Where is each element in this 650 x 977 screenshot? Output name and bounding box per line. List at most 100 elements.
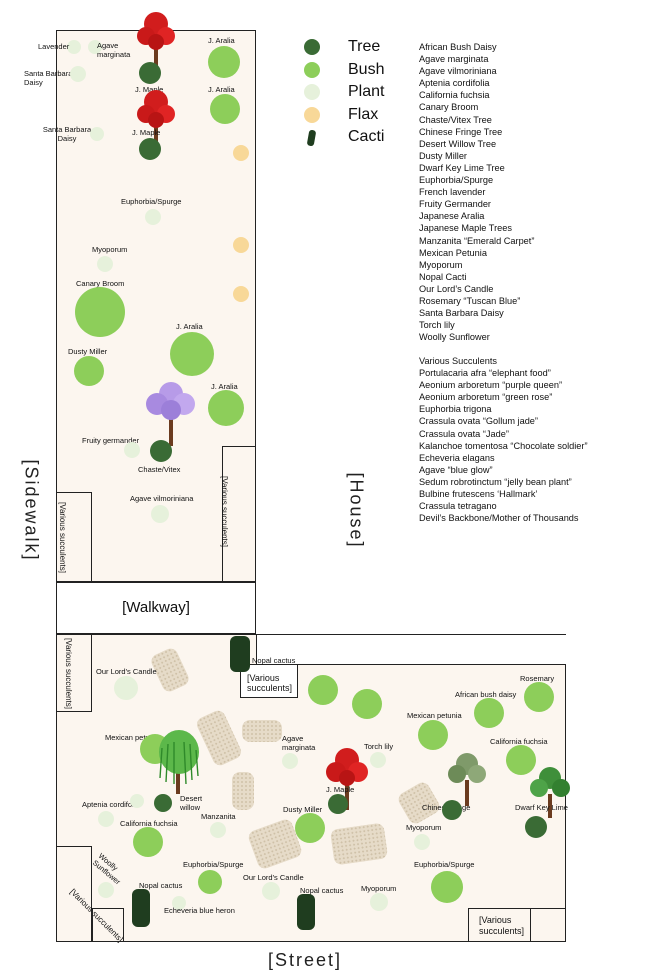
list-item: Euphorbia trigona bbox=[419, 404, 492, 415]
plant-dot bbox=[262, 882, 280, 900]
bush-dot bbox=[352, 689, 382, 719]
list-item: Crassula ovata “Jade” bbox=[419, 428, 509, 439]
tree-dot bbox=[150, 440, 172, 462]
plant-dot bbox=[370, 752, 386, 768]
plant-label: Mexican petunia bbox=[105, 733, 160, 742]
legend-swatch bbox=[304, 61, 320, 78]
plant-label: Myoporum bbox=[92, 245, 128, 254]
list-item: Portulacaria afra “elephant food” bbox=[419, 368, 551, 379]
plant-label: Santa Barbara Daisy bbox=[42, 125, 92, 143]
bush-dot bbox=[210, 94, 240, 124]
legend-label: Cacti bbox=[348, 128, 385, 145]
flax-dot bbox=[233, 237, 249, 253]
list-item: African Bush Daisy bbox=[419, 42, 497, 52]
list-item: Devil’s Backbone/Mother of Thousands bbox=[419, 513, 579, 524]
plant-dot bbox=[172, 896, 186, 910]
list-item: Rosemary “Tuscan Blue” bbox=[419, 295, 521, 306]
plant-dot bbox=[124, 442, 140, 458]
list-item: Agave “blue glow” bbox=[419, 464, 493, 475]
list-item: Canary Broom bbox=[419, 102, 479, 113]
tree-dot bbox=[139, 62, 161, 84]
list-item: Chinese Fringe Tree bbox=[419, 126, 503, 137]
tree-dot bbox=[139, 138, 161, 160]
plant-label: Nopal cactus bbox=[139, 881, 183, 890]
succulent-box-back-right: [Various succulents] bbox=[220, 446, 256, 582]
list-item: Crassula ovata “Gollum jade” bbox=[419, 416, 538, 427]
succulent-box-front-left: [Various succulents] bbox=[56, 634, 92, 712]
list-item: Aeonium arboretum “green rose” bbox=[419, 392, 553, 403]
list-item: Nopal Cacti bbox=[419, 271, 467, 282]
plant-label: Euphorbia/Spurge bbox=[414, 860, 475, 869]
plant-label: J. Aralia bbox=[208, 85, 235, 94]
succulent-box-label: [Various succulents] bbox=[220, 476, 229, 547]
list-item: Santa Barbara Daisy bbox=[419, 308, 504, 319]
plant-dot bbox=[97, 256, 113, 272]
plant-dot bbox=[88, 40, 102, 54]
list-item: Aptenia cordifolia bbox=[419, 78, 490, 89]
plant-label: Euphorbia/Spurge bbox=[121, 197, 182, 206]
list-item: Bulbine frutescens ‘Hallmark’ bbox=[419, 489, 538, 500]
plant-dot bbox=[282, 753, 298, 769]
list-item: Dwarf Key Lime Tree bbox=[419, 162, 505, 173]
stepping-stone bbox=[242, 720, 282, 742]
tree-dot bbox=[328, 794, 348, 814]
legend-label: Plant bbox=[348, 83, 385, 100]
legend-swatch bbox=[304, 106, 320, 123]
plant-label: African bush daisy bbox=[455, 690, 517, 699]
walkway-label: [Walkway] bbox=[122, 599, 190, 616]
plant-label: Rosemary bbox=[520, 674, 555, 683]
tree-dot bbox=[442, 800, 462, 820]
list-item: Japanese Maple Trees bbox=[419, 223, 512, 234]
plant-dot bbox=[210, 822, 226, 838]
plant-label: Our Lord's Candle bbox=[96, 667, 157, 676]
plant-label: J. Maple bbox=[132, 128, 161, 137]
list-item: Euphorbia/Spurge bbox=[419, 175, 494, 186]
tree-dot bbox=[525, 816, 547, 838]
plant-label: Chaste/Vitex bbox=[138, 465, 181, 474]
house-label: [House] bbox=[346, 472, 367, 549]
succulent-box-back-left: [Various succulents] bbox=[56, 492, 92, 582]
succulent-box-label: [Various succulents] bbox=[247, 673, 293, 693]
walkway: [Walkway] bbox=[56, 582, 256, 634]
plant-label: Agave marginata bbox=[282, 734, 316, 752]
plant-dot bbox=[414, 834, 430, 850]
plant-label: Lavender bbox=[38, 42, 70, 51]
plant-label: California fuchsia bbox=[120, 819, 178, 828]
legend-label: Flax bbox=[348, 105, 379, 123]
succulent-box-street-left-inner bbox=[92, 908, 124, 942]
bush-dot bbox=[75, 287, 125, 337]
bush-dot bbox=[198, 870, 222, 894]
lime-tree-illustration bbox=[530, 767, 570, 818]
legend-label: Tree bbox=[348, 38, 381, 55]
nopal-cactus-shape bbox=[297, 894, 315, 930]
bush-dot bbox=[133, 827, 163, 857]
plant-dot bbox=[70, 66, 86, 82]
nopal-cactus-shape bbox=[230, 636, 250, 672]
plant-dot bbox=[130, 794, 144, 808]
plant-label: Dwarf Key Lime bbox=[515, 803, 568, 812]
list-item: Mexican Petunia bbox=[419, 247, 487, 258]
plant-label: California fuchsia bbox=[490, 737, 548, 746]
list-item: Torch lily bbox=[419, 320, 455, 331]
plant-label: Nopal cactus bbox=[300, 886, 344, 895]
list-item: Agave vilmoriniana bbox=[419, 66, 497, 77]
flax-dot bbox=[233, 286, 249, 302]
list-item: Myoporum bbox=[419, 259, 463, 270]
succulent-box-front-center: [Various succulents] bbox=[240, 664, 298, 698]
list-item: French lavender bbox=[419, 187, 486, 198]
maple-tree-illustration bbox=[137, 90, 175, 152]
plant-label: Myoporum bbox=[361, 884, 397, 893]
bush-dot bbox=[431, 871, 463, 903]
plant-dot bbox=[67, 40, 81, 54]
front-yard-house-edge bbox=[256, 664, 566, 665]
list-item: Aeonium arboretum “purple queen” bbox=[419, 380, 562, 391]
plant-label: Canary Broom bbox=[76, 279, 125, 288]
plant-label: Dusty Miller bbox=[283, 805, 323, 814]
plant-label: J. Maple bbox=[135, 85, 164, 94]
legend-label: Bush bbox=[348, 60, 385, 78]
succulent-box-street-left: [Various succulents] bbox=[56, 846, 125, 944]
bush-dot bbox=[295, 813, 325, 843]
vitex-tree-illustration bbox=[146, 382, 195, 446]
front-yard-cover bbox=[257, 635, 566, 664]
list-item: California fuchsia bbox=[419, 90, 490, 101]
